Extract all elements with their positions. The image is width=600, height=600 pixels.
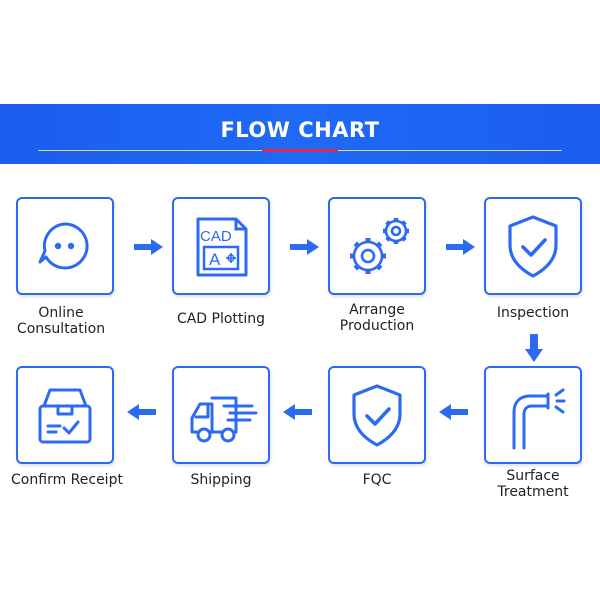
step-label-confirm-receipt: Confirm Receipt (11, 472, 123, 488)
package-box-icon (38, 388, 92, 444)
step-label-arrange-production: Arrange Production (339, 302, 415, 334)
step-shipping (172, 366, 270, 464)
step-label-surface-treatment: Surface Treatment (497, 468, 569, 500)
arrow-left-icon (126, 404, 156, 420)
step-label-inspection: Inspection (496, 305, 570, 321)
step-online-consultation (16, 197, 114, 295)
chat-bubble-icon (38, 222, 89, 270)
banner-accent-bar (262, 149, 338, 152)
flow-chart-banner: FLOW CHART (0, 104, 600, 164)
gears-icon (350, 218, 409, 274)
step-arrange-production (328, 197, 426, 295)
spray-nozzle-icon (512, 388, 566, 450)
step-fqc (328, 366, 426, 464)
step-cad-plotting: CAD A (172, 197, 270, 295)
step-confirm-receipt (16, 366, 114, 464)
arrow-down-icon (525, 334, 543, 362)
arrow-left-icon (282, 404, 312, 420)
banner-title: FLOW CHART (220, 118, 380, 142)
step-surface-treatment (484, 366, 582, 464)
step-inspection (484, 197, 582, 295)
shield-check-icon (508, 215, 558, 278)
shield-check-icon (352, 384, 402, 447)
cad-document-icon: CAD A (196, 217, 248, 277)
step-label-fqc: FQC (362, 472, 392, 488)
cad-icon-letter: A (209, 250, 221, 269)
arrow-right-icon (446, 239, 476, 255)
arrow-right-icon (290, 239, 320, 255)
arrow-right-icon (134, 239, 164, 255)
cad-icon-text: CAD (200, 228, 232, 245)
step-label-shipping: Shipping (190, 472, 252, 488)
arrow-left-icon (438, 404, 468, 420)
delivery-truck-icon (190, 396, 258, 443)
step-label-cad-plotting: CAD Plotting (176, 311, 266, 327)
step-label-online-consultation: Online Consultation (16, 305, 106, 337)
